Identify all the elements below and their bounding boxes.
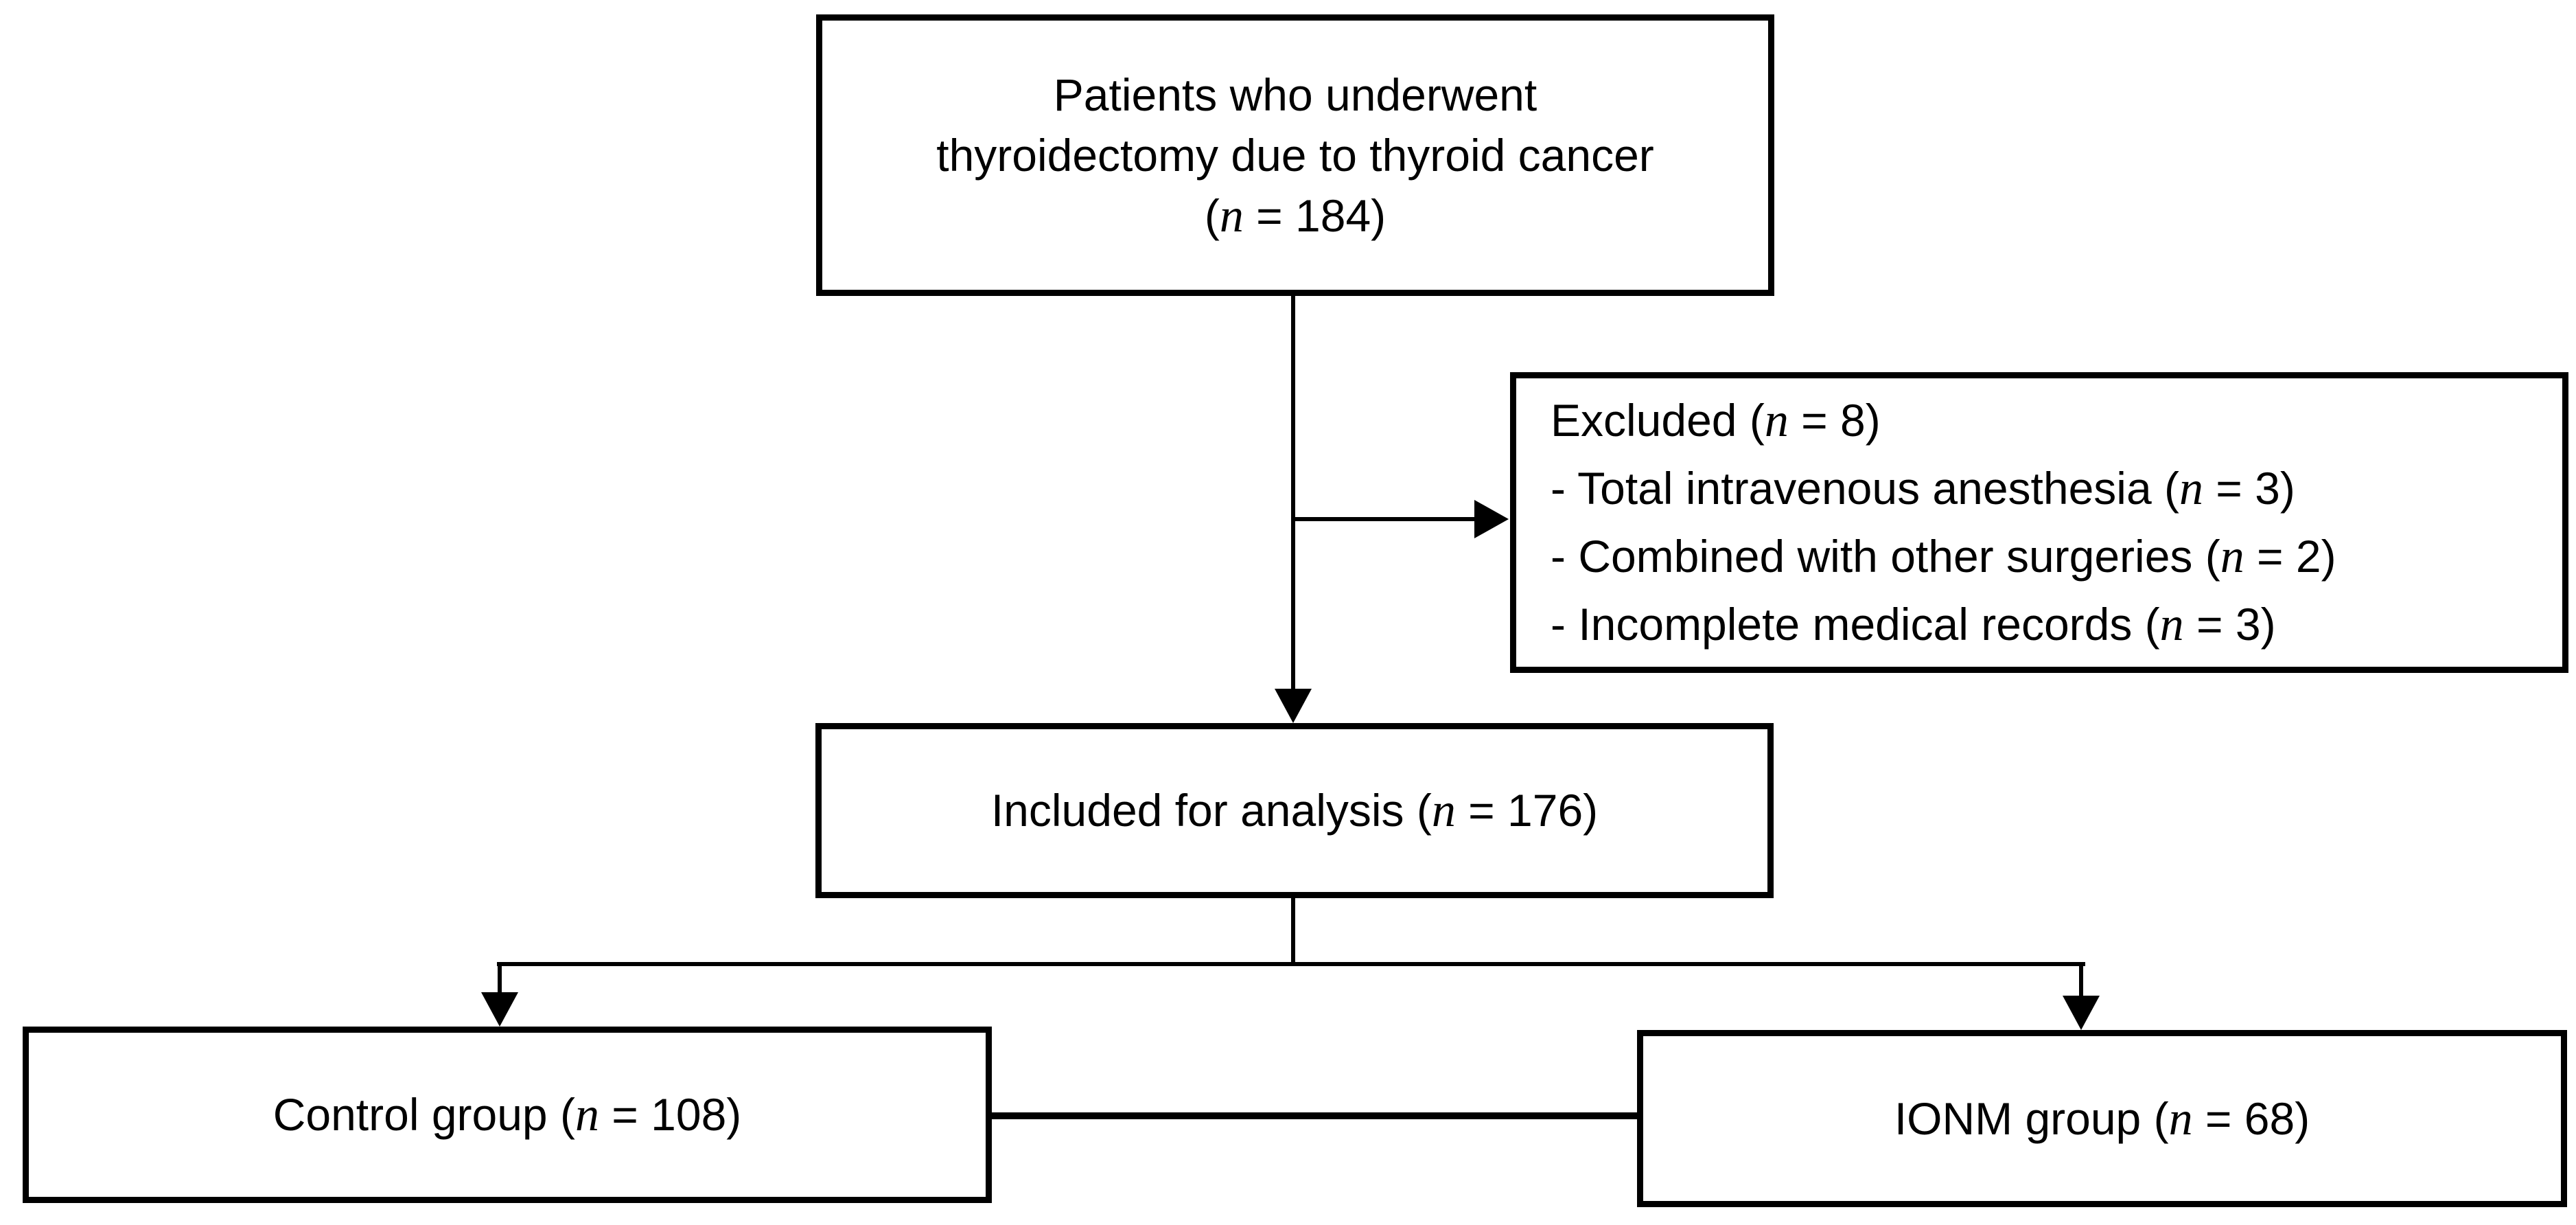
text-line: Excluded (n = 8) [1551,387,1881,455]
node-control-group-box: Control group (n = 108) [23,1027,992,1203]
arrow-down-icon [1275,689,1312,723]
text-segment: IONM group ( [1894,1092,2169,1144]
text-line: Included for analysis (n = 176) [991,780,1598,841]
text-line: - Combined with other surgeries (n = 2) [1551,523,2336,591]
text-segment: Patients who underwent [1053,69,1538,120]
node-patients-box: Patients who underwent thyroidectomy due … [816,14,1774,296]
text-segment: - Total intravenous anesthesia ( [1551,463,2179,514]
n-variable: n [2159,598,2184,651]
text-segment: = 2) [2244,531,2336,582]
text-line: Patients who underwent [1054,65,1537,125]
text-line: (n = 184) [1205,185,1386,247]
text-line: - Total intravenous anesthesia (n = 3) [1551,455,2295,523]
text-segment: = 108) [599,1089,742,1140]
arrow-right-icon [1474,500,1509,538]
text-line: thyroidectomy due to thyroid cancer [936,125,1654,185]
text-segment: - Combined with other surgeries ( [1551,531,2220,582]
text-line: - Incomplete medical records (n = 3) [1551,591,2276,659]
n-variable: n [575,1088,599,1141]
text-segment: Included for analysis ( [990,785,1432,836]
text-segment: = 176) [1455,785,1599,836]
n-variable: n [1764,394,1789,447]
node-ionm-group-box: IONM group (n = 68) [1637,1030,2567,1207]
text-segment: Excluded ( [1551,395,1765,446]
n-variable: n [1219,189,1244,242]
text-segment: - Incomplete medical records ( [1551,599,2160,650]
connector-to-excluded-line [1293,517,1476,521]
text-segment: = 3) [2203,463,2295,514]
connector-branch-to-ionm-line [2079,962,2083,998]
n-variable: n [1431,784,1456,837]
arrow-down-icon [2063,996,2100,1030]
connector-control-to-ionm-line [992,1112,1637,1119]
n-variable: n [2168,1092,2193,1145]
node-included-box: Included for analysis (n = 176) [815,723,1774,898]
text-segment: = 184) [1243,190,1386,241]
connector-included-to-branch-line [1291,898,1295,966]
text-line: IONM group (n = 68) [1894,1088,2310,1149]
text-segment: = 8) [1788,395,1881,446]
arrow-down-icon [481,992,518,1027]
connector-branch-horizontal-line [497,962,2085,966]
connector-patients-to-included-line [1291,296,1295,693]
n-variable: n [2179,462,2203,515]
n-variable: n [2220,530,2244,583]
connector-branch-to-control-line [498,962,502,995]
node-excluded-box: Excluded (n = 8)- Total intravenous anes… [1510,372,2568,673]
text-segment: thyroidectomy due to thyroid cancer [936,129,1654,181]
text-segment: = 68) [2192,1092,2310,1144]
text-segment: = 3) [2183,599,2276,650]
text-segment: ( [1204,190,1220,241]
text-segment: Control group ( [272,1089,575,1140]
text-line: Control group (n = 108) [273,1084,742,1145]
